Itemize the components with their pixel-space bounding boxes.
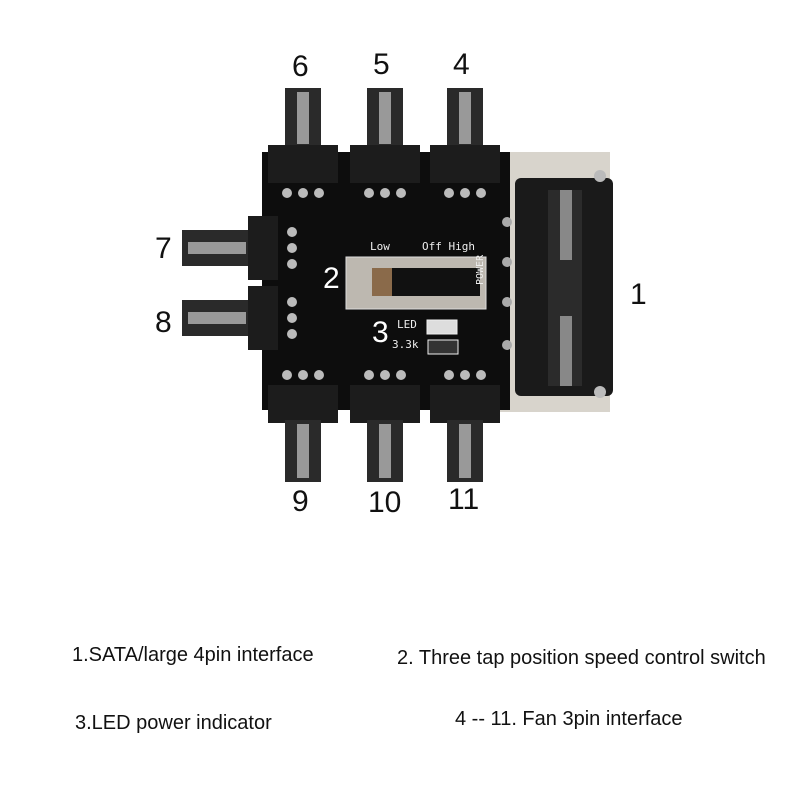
caption-fan: 4 -- 11. Fan 3pin interface [455,708,683,730]
fan-header-top [268,145,338,183]
label-7: 7 [155,232,172,265]
silk-off-high: Off High [422,240,475,253]
resistor [427,339,459,355]
label-1: 1 [630,278,647,311]
label-8: 8 [155,306,172,339]
label-2: 2 [323,262,340,295]
label-5: 5 [373,48,390,81]
fan-header-top [430,145,500,183]
fan-header-bottom [350,385,420,423]
silk-power: POWER [475,254,486,285]
label-4: 4 [453,48,470,81]
silk-resistor: 3.3k [392,338,419,351]
fan-header-left [248,216,278,280]
fan-header-bottom [430,385,500,423]
caption-led: 3.LED power indicator [75,712,272,734]
fan-header-bottom [268,385,338,423]
fan-header-top [350,145,420,183]
caption-switch: 2. Three tap position speed control swit… [397,647,766,669]
silk-led: LED [397,318,417,331]
label-3: 3 [372,316,389,349]
label-11: 11 [448,483,480,516]
led-indicator [426,319,458,335]
fan-header-left [248,286,278,350]
label-9: 9 [292,485,309,518]
caption-sata: 1.SATA/large 4pin interface [72,644,314,666]
label-10: 10 [368,486,402,519]
label-6: 6 [292,50,309,83]
silk-low: Low [370,240,390,253]
